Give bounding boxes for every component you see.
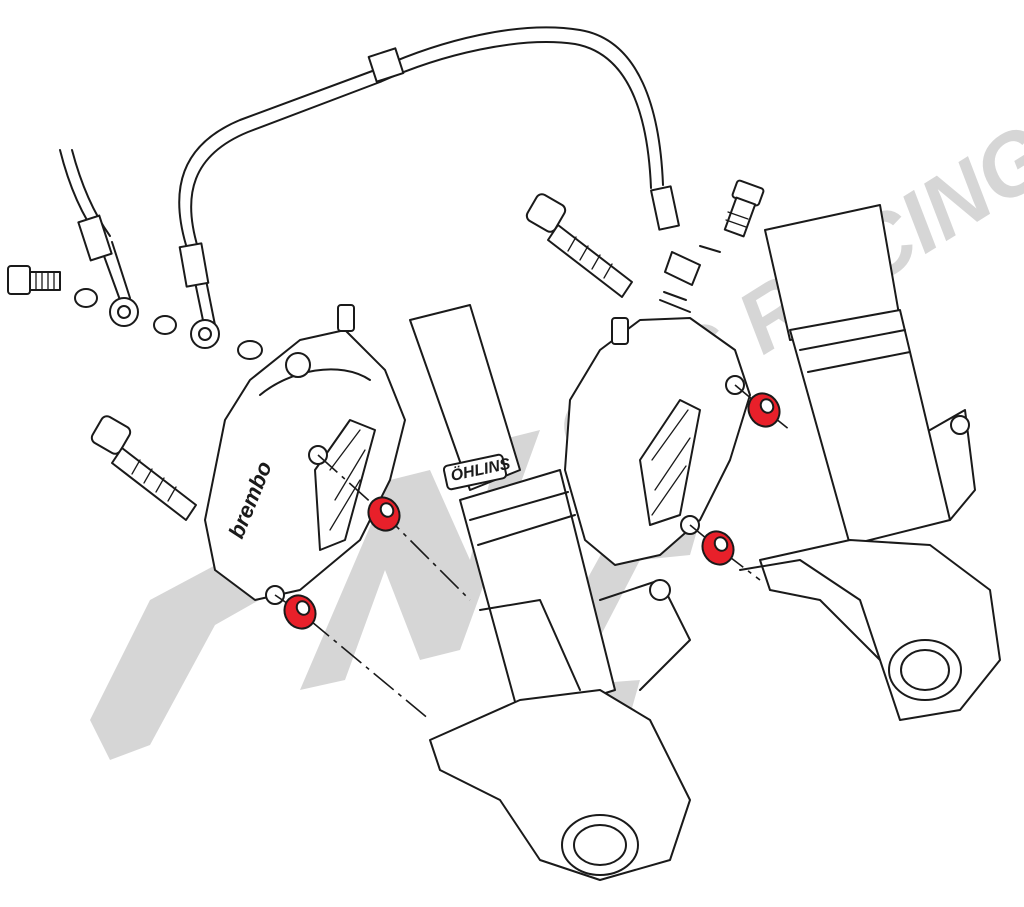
hose-outer-upper	[178, 26, 664, 246]
right-banjo-assembly	[650, 179, 765, 313]
right-brake-caliper	[564, 317, 751, 566]
spacer-left-upper	[367, 496, 401, 532]
left-caliper-mount-arm-upper	[599, 579, 691, 691]
left-caliper-pad	[314, 419, 376, 551]
brake-hose	[59, 26, 664, 331]
left-fork-slider	[459, 469, 616, 721]
right-fork-slider	[789, 309, 951, 546]
left-fork-slider-band	[469, 491, 576, 546]
left-banjo-assembly	[7, 214, 263, 360]
banjo-eye-2-hole	[198, 327, 212, 341]
right-caliper-pad-lines	[651, 409, 691, 516]
right-fork-mount-boss	[950, 415, 970, 435]
right-washer-2	[663, 291, 687, 301]
right-caliper-body	[564, 317, 751, 566]
right-banjo-elbow	[664, 251, 701, 286]
left-fork-leg: ÖHLINS	[409, 304, 691, 881]
right-bleed-nipple	[611, 317, 629, 345]
hose-sleeve	[367, 47, 405, 83]
left-caliper-body	[204, 329, 406, 601]
left-fork-mount-boss	[649, 579, 671, 601]
right-axle-hole	[888, 639, 962, 701]
spacer-left-lower	[283, 594, 317, 630]
align-line-right-upper	[734, 384, 791, 431]
left-caliper-inlet	[285, 352, 311, 378]
left-brake-caliper: brembo	[204, 304, 406, 605]
banjo-eye-1	[109, 297, 139, 327]
hose-inner-upper	[190, 41, 652, 249]
washer-2	[153, 315, 177, 335]
spacer-right-upper	[747, 392, 781, 428]
banjo-eye-1-hole	[117, 305, 131, 319]
left-caliper-mount-arm-lower	[479, 599, 581, 691]
right-washer-1	[699, 245, 721, 253]
left-hose-ferrule-2	[178, 242, 210, 288]
right-washer-3	[659, 299, 691, 313]
banjo-eye-2	[190, 319, 220, 349]
right-axle-hole-inner	[900, 649, 950, 691]
washer-3	[237, 340, 263, 360]
left-caliper-bolt	[90, 415, 197, 521]
left-fork-axle-lug	[429, 689, 691, 881]
left-fork-tube	[409, 304, 521, 491]
banjo-bolt-left	[7, 265, 61, 295]
right-fork-axle-lug	[759, 539, 1001, 721]
left-caliper-piston-bore	[259, 368, 371, 396]
right-caliper-mount-arm	[929, 409, 976, 521]
right-lower-arm	[739, 559, 881, 661]
right-caliper-pad	[639, 399, 701, 526]
left-hose-ferrule-1	[77, 214, 113, 262]
right-fork-slider-band	[799, 329, 911, 373]
washer-1	[74, 288, 98, 308]
spacer-right-lower	[701, 530, 735, 566]
right-hose-ferrule	[650, 185, 680, 231]
red-spacers	[283, 392, 781, 630]
left-axle-hole	[561, 814, 639, 876]
watermark-n-shape	[300, 430, 540, 690]
right-caliper-bolt	[525, 193, 633, 298]
left-axle-hole-inner	[573, 824, 627, 866]
right-fork-leg	[739, 204, 1001, 721]
banjo-bolt-right	[723, 179, 765, 238]
left-bleed-nipple	[337, 304, 355, 332]
align-line-left-lower	[274, 594, 431, 721]
align-line-right-lower	[689, 524, 761, 581]
